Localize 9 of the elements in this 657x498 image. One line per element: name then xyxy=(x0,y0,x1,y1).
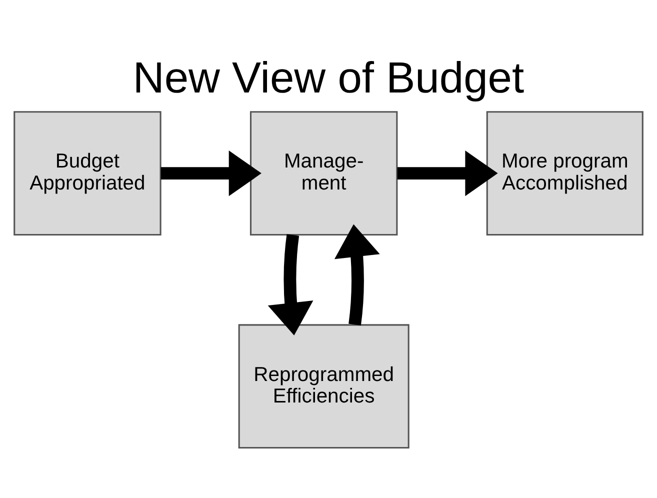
arrow xyxy=(397,150,498,196)
arrow xyxy=(268,234,314,335)
arrow xyxy=(334,224,380,325)
node-box: Budget Appropriated xyxy=(14,110,162,235)
diagram-title: New View of Budget xyxy=(132,54,524,102)
node-box: More program Accomplished xyxy=(486,110,644,235)
node-box: Manage- ment xyxy=(250,110,398,235)
arrow xyxy=(160,150,262,196)
node-box: Reprogrammed Efficiencies xyxy=(238,324,410,448)
